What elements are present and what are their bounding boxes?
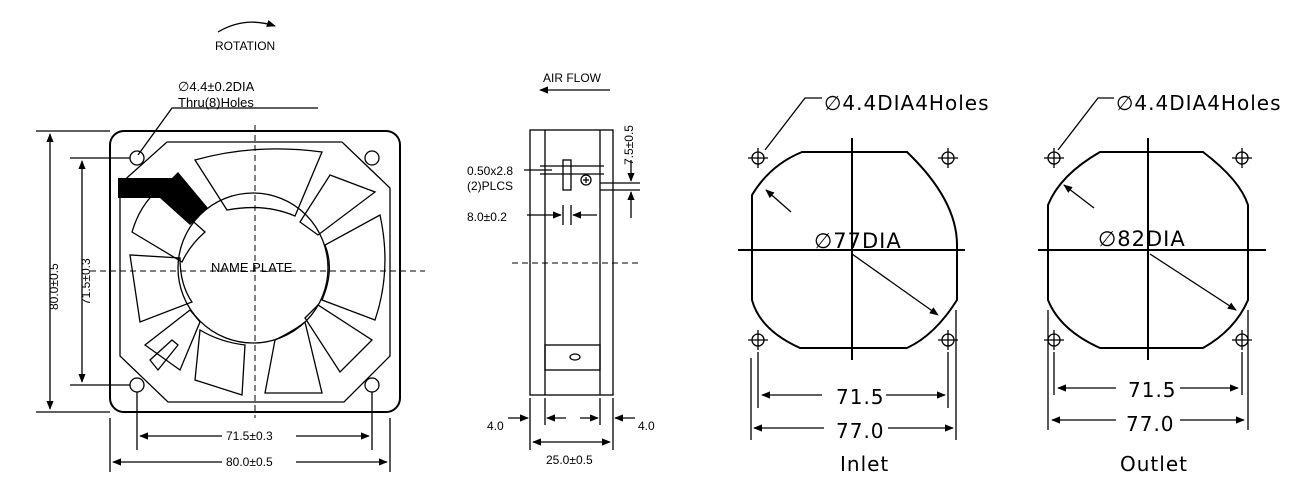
outlet-outline: [1047, 151, 1249, 349]
dim-width-outer: 80.0±0.5: [226, 455, 273, 469]
rotation-label: ROTATION: [215, 39, 275, 53]
dim-flange-left: 4.0: [487, 419, 504, 433]
outlet-view: ∅4.4DIA4Holes ∅82DIA 71.5 77.0 Outlet: [1038, 91, 1282, 476]
hub: [177, 192, 329, 344]
hole-callout-line2: Thru(8)Holes: [178, 95, 254, 110]
dim-height-outer: 80.0±0.5: [47, 263, 61, 310]
fan-inner-outline: [119, 141, 391, 403]
dim-depth: 25.0±0.5: [546, 453, 593, 467]
inlet-outline: [751, 151, 958, 349]
dim-terminal-line2: (2)PLCS: [467, 179, 513, 193]
outlet-dim-outer: 77.0: [1126, 412, 1175, 436]
inlet-view: ∅4.4DIA4Holes ∅77DIA 71.5 77.0 Inlet: [738, 91, 990, 476]
dim-terminal-line1: 0.50x2.8: [467, 164, 513, 178]
dim-flange-right: 4.0: [638, 419, 655, 433]
outlet-diameter: ∅82DIA: [1098, 227, 1186, 251]
outlet-dim-inner: 71.5: [1128, 378, 1177, 402]
inlet-dim-inner: 71.5: [836, 385, 885, 409]
front-view: ROTATION ∅4.4±0.2DIA Thru(8)Holes: [36, 19, 425, 472]
outlet-hole-callout: ∅4.4DIA4Holes: [1116, 91, 1282, 115]
inlet-callout-leader: [764, 97, 822, 151]
inlet-hole-callout: ∅4.4DIA4Holes: [824, 91, 990, 115]
outlet-mounting-hole: [1044, 148, 1252, 350]
dim-width-inner: 71.5±0.3: [226, 429, 273, 443]
inlet-dim-outer: 77.0: [836, 419, 885, 443]
inlet-caption: Inlet: [840, 452, 889, 476]
label-patch: [118, 172, 208, 225]
outlet-callout-leader: [1057, 97, 1114, 151]
hole-callout-line1: ∅4.4±0.2DIA: [178, 79, 255, 94]
inlet-diameter: ∅77DIA: [814, 229, 902, 253]
side-view: AIR FLOW 7.5±0.5 0.50x2.8 (2)PLCS 8.0±0.…: [467, 71, 655, 467]
dim-lead: 7.5±0.5: [622, 125, 636, 165]
dim-terminal-width: 8.0±0.2: [467, 210, 507, 224]
rotation-arrow: [217, 19, 276, 33]
outlet-caption: Outlet: [1120, 452, 1188, 476]
name-plate-label: NAME PLATE: [211, 260, 293, 275]
fan-blades: [129, 148, 386, 396]
dim-height-inner: 71.5±0.3: [79, 258, 93, 305]
hole-leader: [137, 107, 318, 156]
airflow-label: AIR FLOW: [543, 71, 602, 85]
inlet-mounting-hole: [748, 148, 958, 350]
